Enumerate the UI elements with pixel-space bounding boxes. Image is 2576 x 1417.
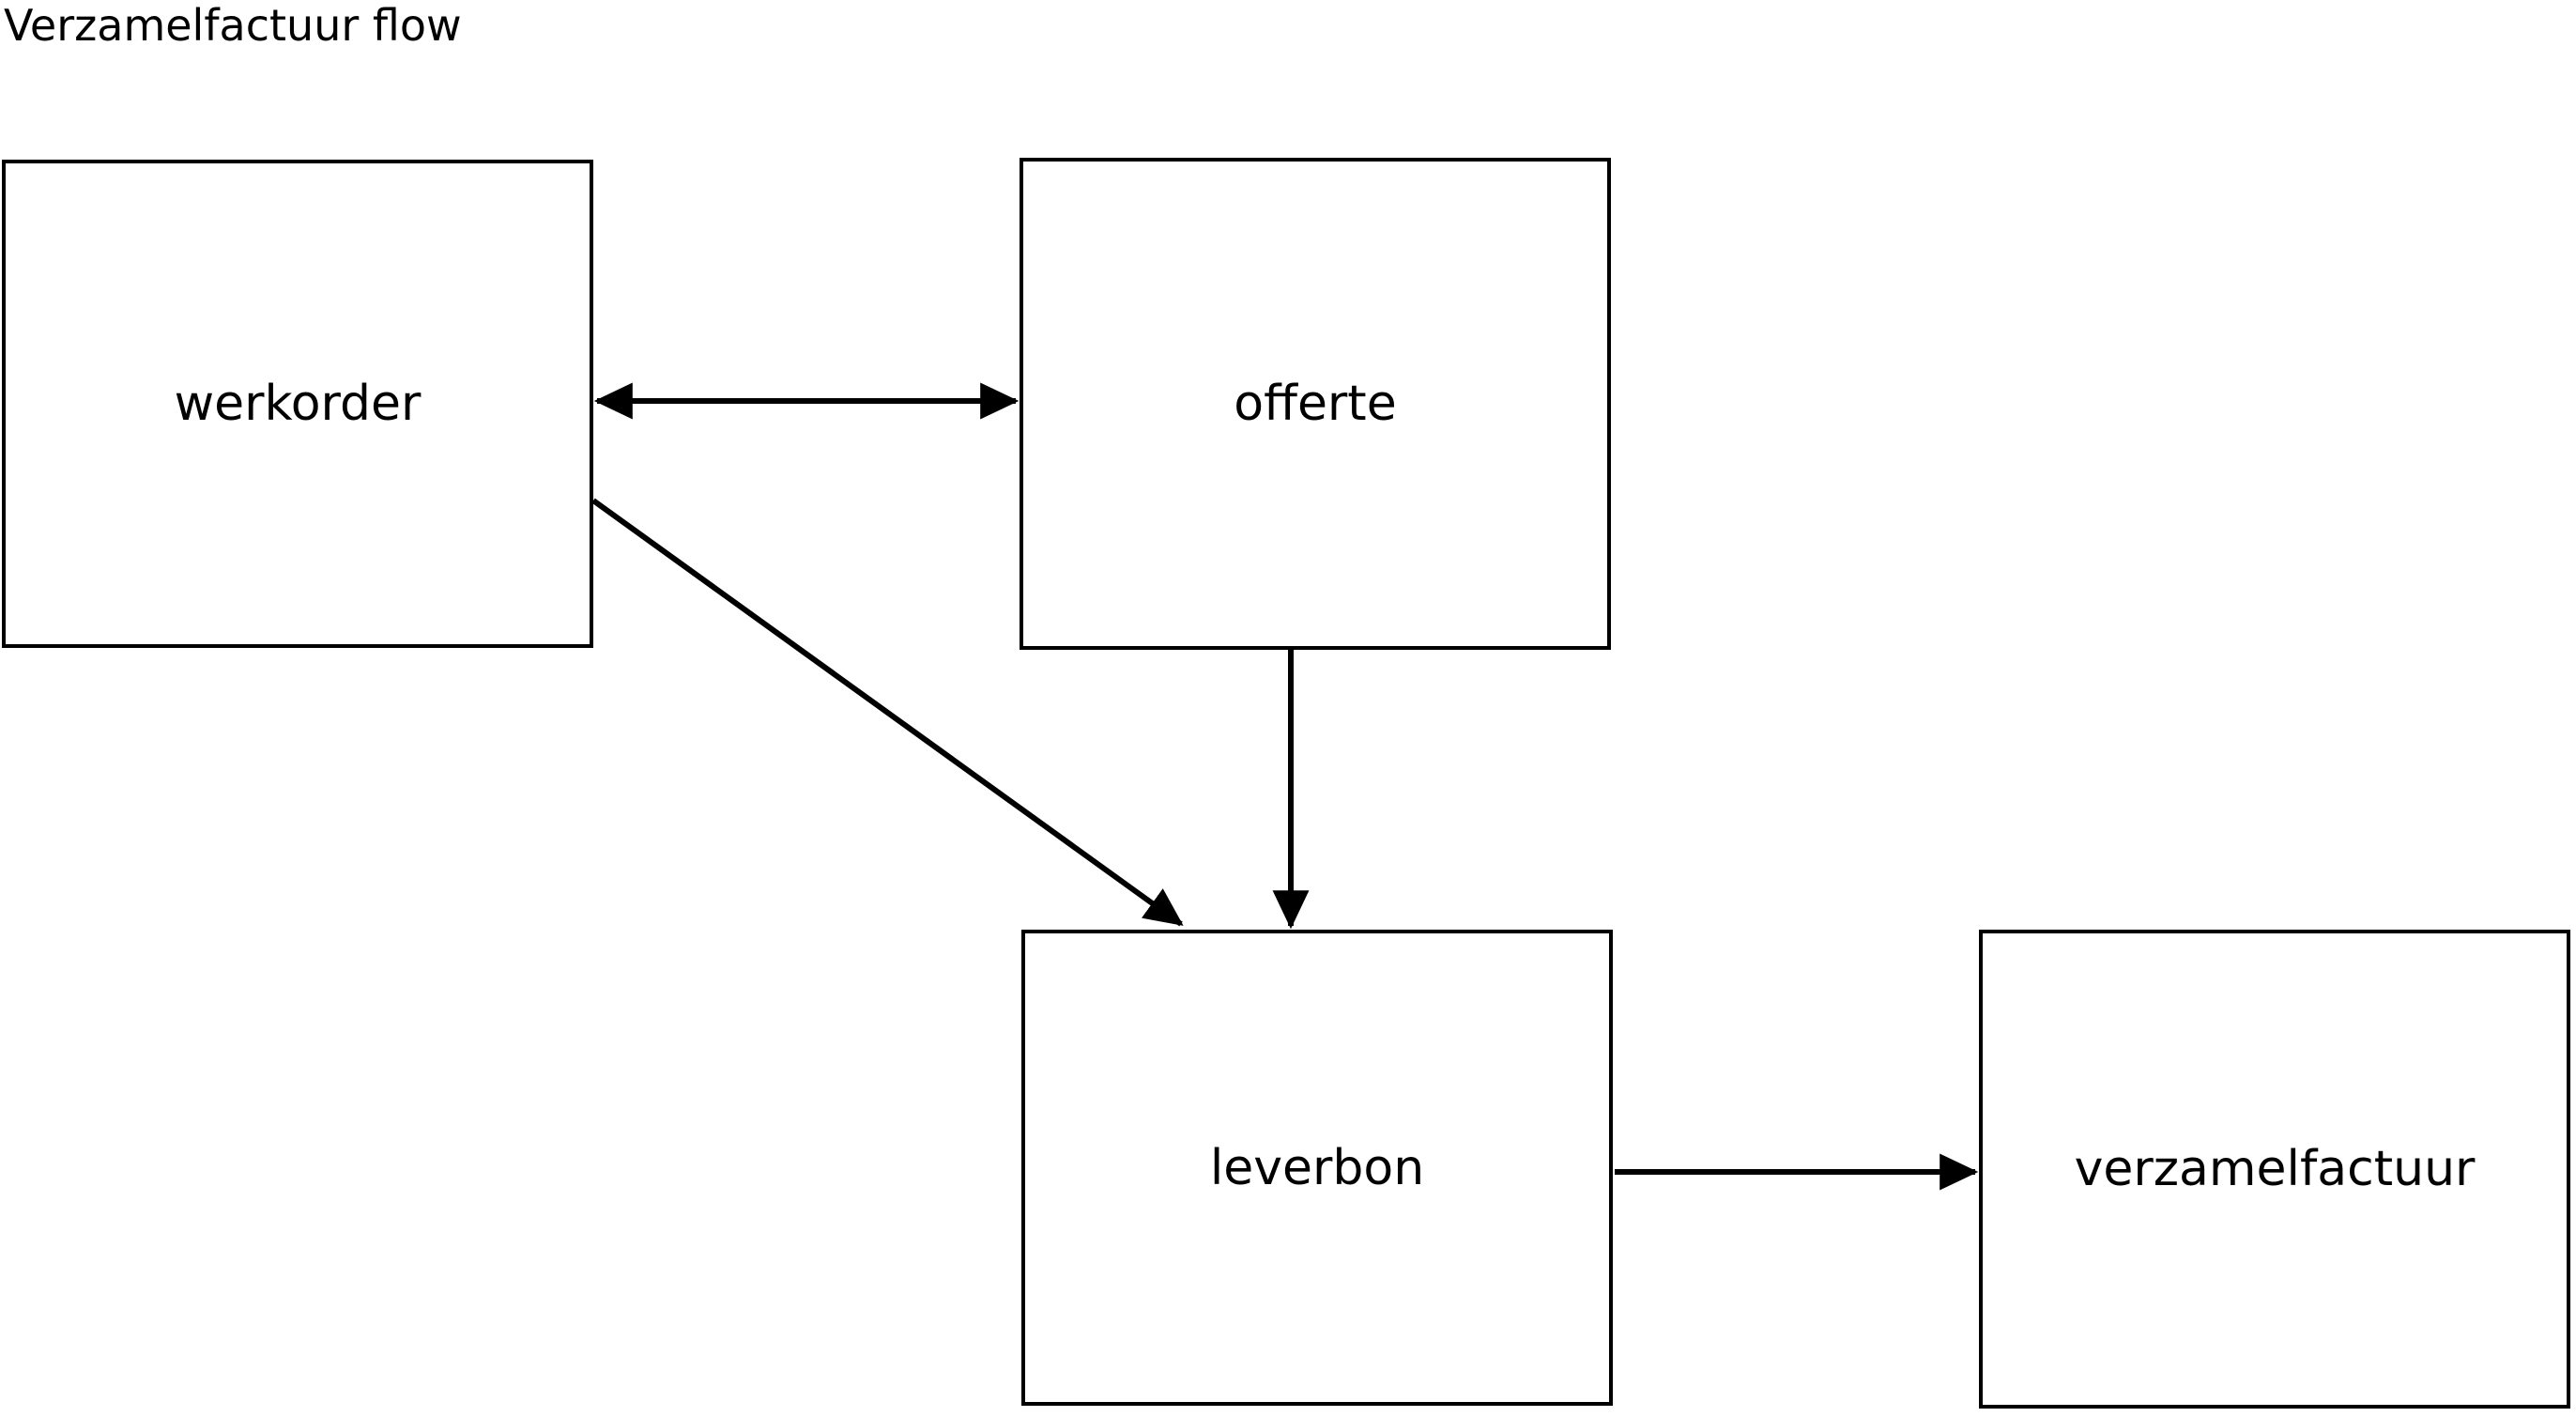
node-offerte[interactable]: offerte [1020, 158, 1611, 650]
node-leverbon-label: leverbon [1209, 1139, 1425, 1196]
page-title: Verzamelfactuur flow [4, 0, 462, 51]
node-werkorder[interactable]: werkorder [2, 160, 593, 648]
node-verzamelfactuur[interactable]: verzamelfactuur [1979, 930, 2570, 1409]
node-werkorder-label: werkorder [174, 376, 422, 432]
node-verzamelfactuur-label: verzamelfactuur [2074, 1141, 2476, 1197]
node-leverbon[interactable]: leverbon [1021, 930, 1613, 1406]
node-offerte-label: offerte [1234, 376, 1397, 432]
